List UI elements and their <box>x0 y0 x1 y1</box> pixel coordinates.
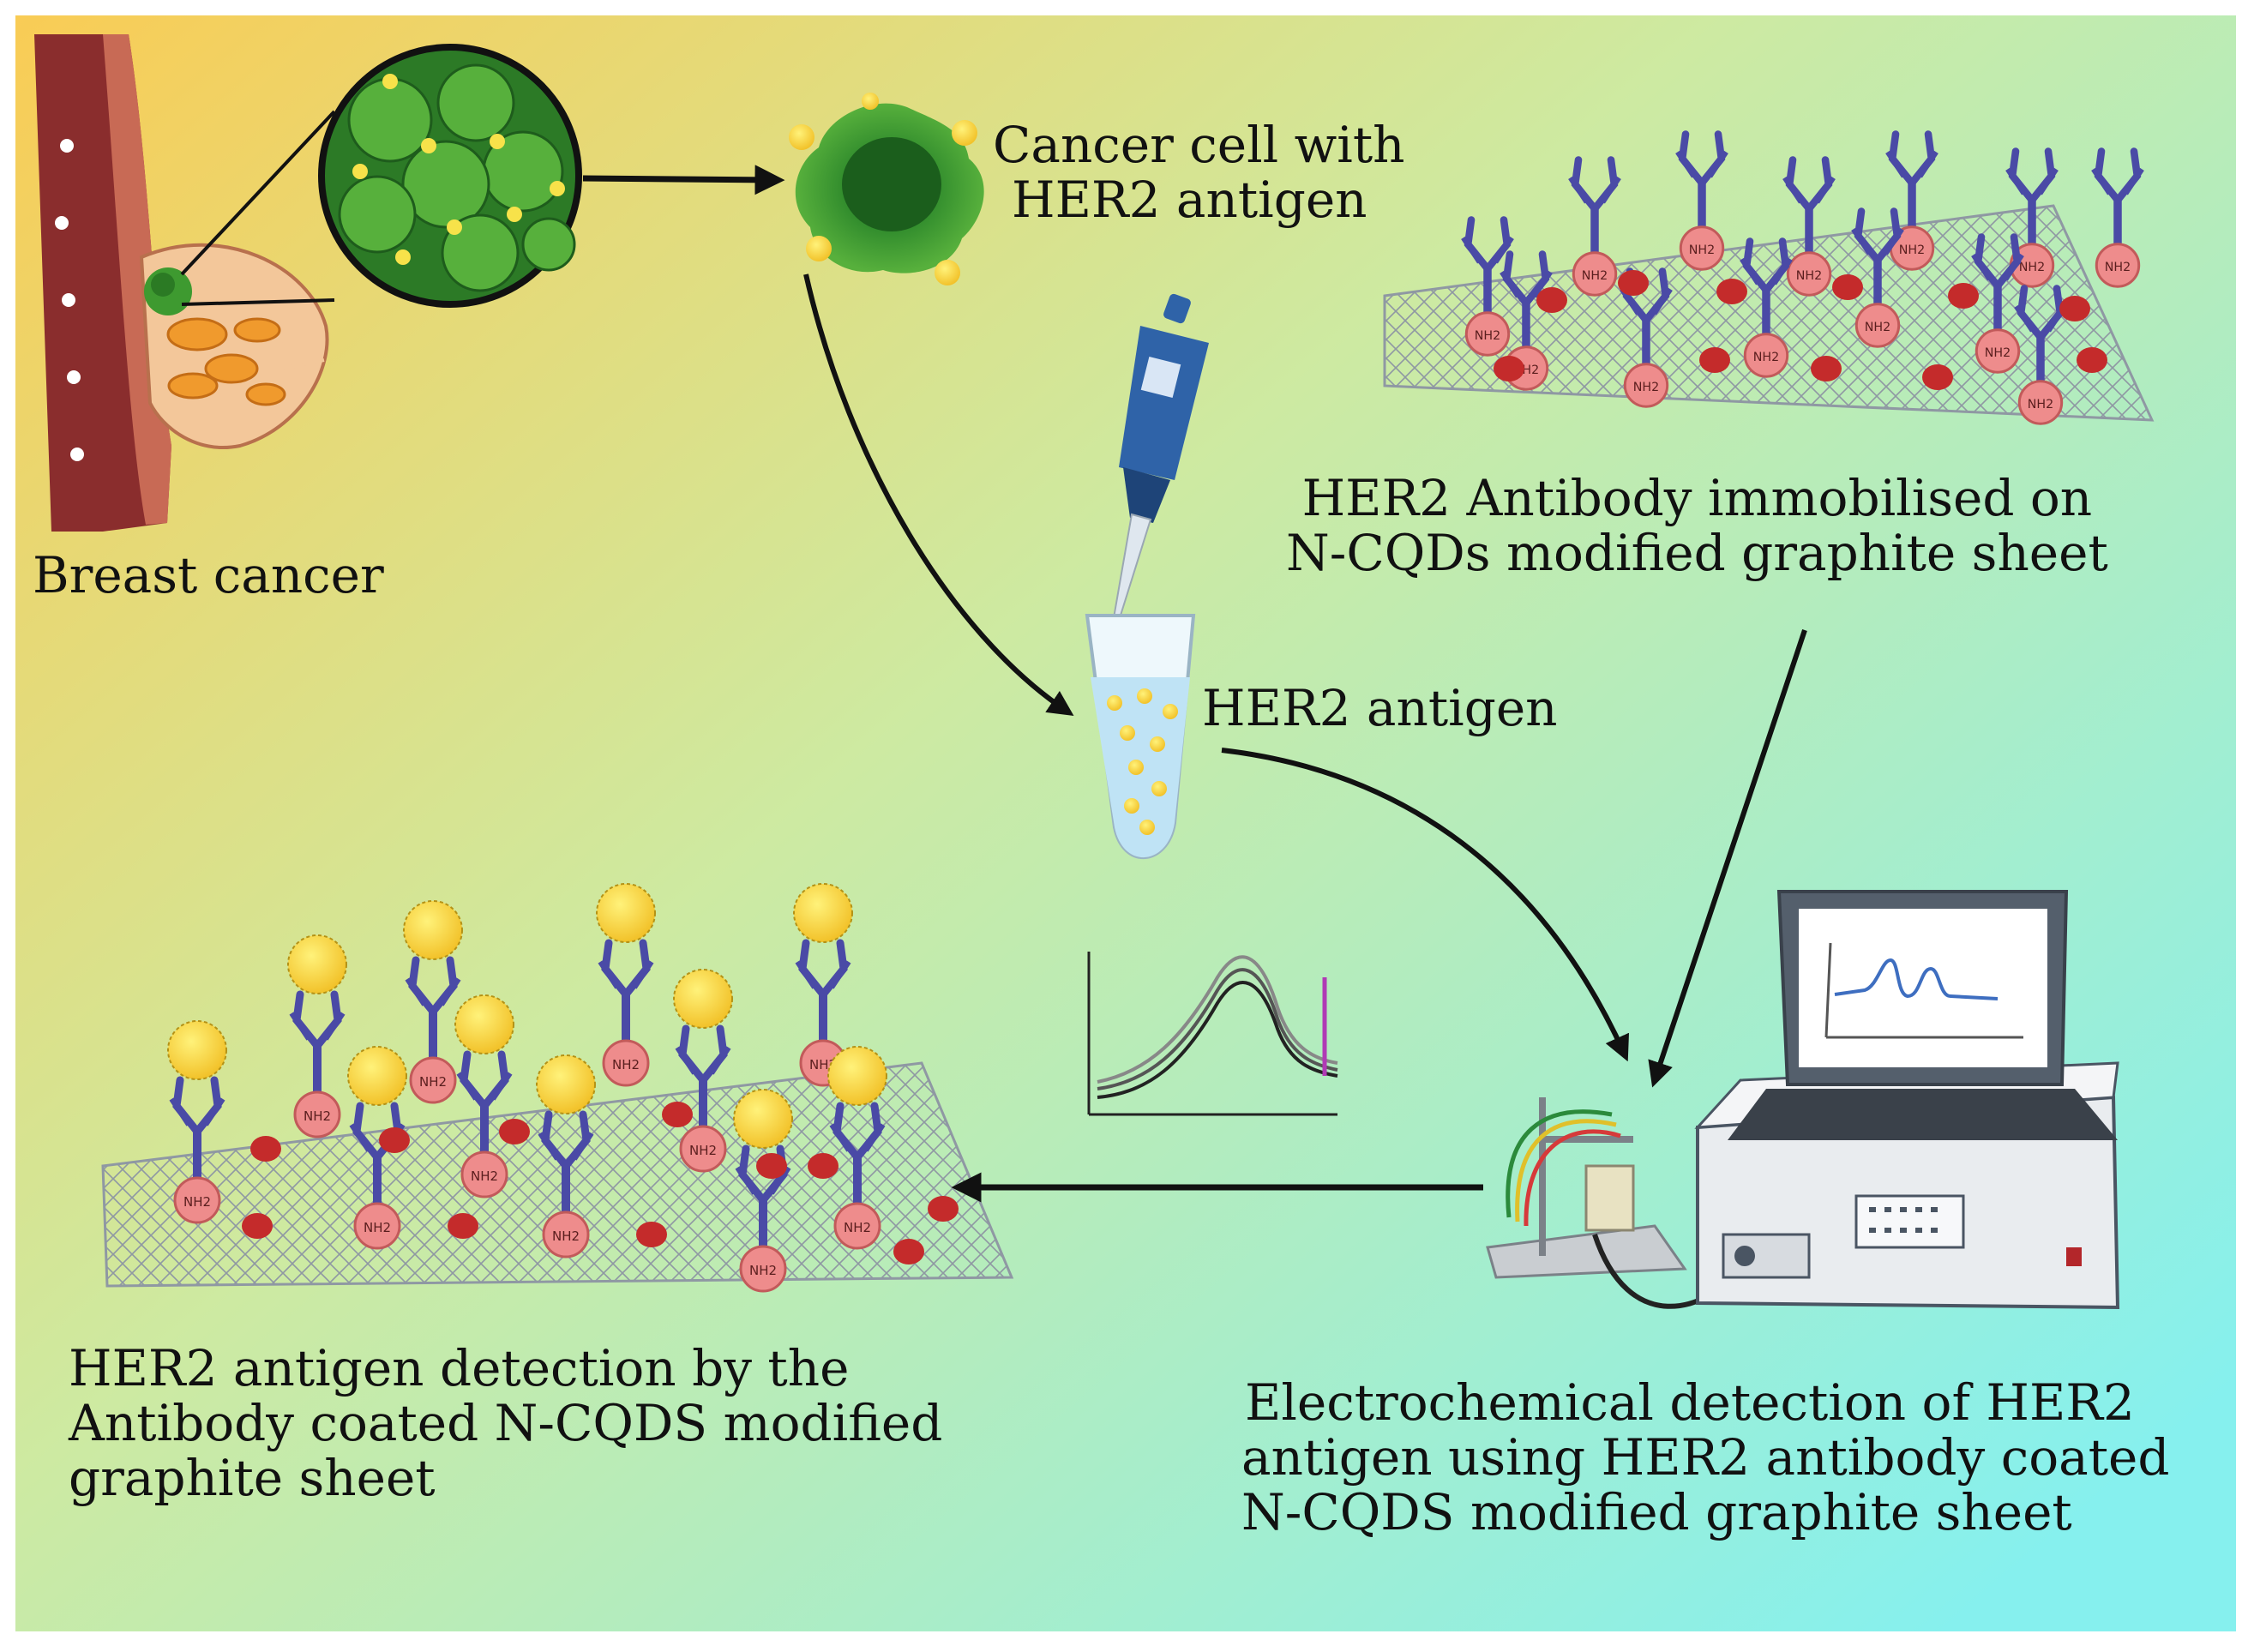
antibody-molecule: NH2 <box>536 1054 596 1259</box>
red-particle <box>1699 347 1730 373</box>
laptop <box>1728 890 2118 1140</box>
nh2-label: NH2 <box>183 1194 211 1210</box>
nh2-label: NH2 <box>1582 269 1608 283</box>
antibody-molecule: NH2 <box>1461 216 1514 357</box>
red-particle <box>1922 364 1953 390</box>
red-particle <box>1494 356 1524 381</box>
nh2-label: NH2 <box>612 1057 640 1072</box>
red-particle <box>636 1222 667 1247</box>
nh2-label: NH2 <box>1796 269 1822 283</box>
nh2-label: NH2 <box>689 1143 717 1158</box>
red-particle <box>1536 287 1567 313</box>
nh2-label: NH2 <box>844 1220 871 1235</box>
label-antibody-sheet-line-1: HER2 Antibody immobilised on <box>1301 469 2093 527</box>
antibody-molecule: NH2 <box>1971 233 2024 374</box>
antibody-molecule: NH2 <box>2014 285 2067 425</box>
nh2-label: NH2 <box>1475 329 1500 343</box>
red-particle <box>499 1119 530 1144</box>
antibody-molecule: NH2 <box>167 1020 227 1224</box>
label-detection-result-line-1: HER2 antigen detection by the <box>69 1339 850 1397</box>
red-particle <box>2077 347 2107 373</box>
antibody-molecule: NH2 <box>2091 147 2144 288</box>
nh2-label: NH2 <box>364 1220 391 1235</box>
nh2-label: NH2 <box>1865 321 1890 334</box>
antibody-molecule: NH2 <box>454 994 514 1198</box>
red-particle <box>242 1213 273 1239</box>
red-particle <box>1811 356 1842 381</box>
nh2-label: NH2 <box>1985 346 2011 360</box>
label-cancer-cell: Cancer cell with HER2 antigen <box>993 116 1405 229</box>
antibody-molecule: NH2 <box>596 883 656 1087</box>
red-particle <box>808 1153 838 1179</box>
antibody-molecule: NH2 <box>403 900 463 1104</box>
red-particle <box>928 1196 959 1222</box>
nh2-label: NH2 <box>2105 261 2131 274</box>
antibody-molecule: NH2 <box>1885 130 1938 271</box>
arrow-tube-to-instrument <box>1221 748 1630 1062</box>
label-electrochemical-line-1: Electrochemical detection of HER2 <box>1245 1373 2135 1432</box>
pipette <box>1109 293 1209 636</box>
red-particle <box>662 1102 693 1127</box>
antibody-molecule: NH2 <box>827 1046 887 1250</box>
nh2-label: NH2 <box>419 1074 447 1090</box>
label-cancer-cell-line-2: HER2 antigen <box>1012 170 1367 229</box>
nh2-label: NH2 <box>1899 243 1925 257</box>
red-particle <box>379 1127 410 1153</box>
antibody-molecule: NH2 <box>1740 237 1793 378</box>
antibody-molecule: NH2 <box>1675 130 1728 271</box>
label-breast-cancer: Breast cancer <box>33 546 384 604</box>
red-particle <box>756 1153 787 1179</box>
arrow-zoom-to-cell <box>582 165 785 195</box>
label-antibody-sheet: HER2 Antibody immobilised on N-CQDs modi… <box>1286 469 2108 582</box>
antibody-molecule: NH2 <box>673 969 733 1173</box>
nh2-label: NH2 <box>471 1168 498 1184</box>
label-detection-result: HER2 antigen detection by the Antibody c… <box>69 1339 943 1507</box>
antibody-molecule: NH2 <box>287 934 347 1138</box>
red-particle <box>893 1239 924 1265</box>
label-electrochemical-detection: Electrochemical detection of HER2 antige… <box>1241 1373 2170 1541</box>
label-detection-result-line-3: graphite sheet <box>69 1448 436 1507</box>
red-particle <box>1618 270 1649 296</box>
nh2-label: NH2 <box>749 1263 777 1278</box>
arrow-cell-to-tube <box>803 273 1074 716</box>
label-detection-result-line-2: Antibody coated N-CQDS modified <box>69 1393 943 1452</box>
red-particle <box>1832 274 1863 300</box>
nh2-label: NH2 <box>1689 243 1715 257</box>
arrow-sheet-to-instrument <box>1648 629 1807 1088</box>
red-particle <box>2059 296 2090 321</box>
voltammogram-inset <box>1087 952 1338 1116</box>
nh2-label: NH2 <box>1753 351 1779 364</box>
label-electrochemical-line-2: antigen using HER2 antibody coated <box>1241 1427 2170 1487</box>
red-particle <box>448 1213 478 1239</box>
tumor-zoom <box>180 44 582 308</box>
antibody-molecule: NH2 <box>1851 207 1904 348</box>
red-particle <box>1716 279 1747 304</box>
antibody-molecule: NH2 <box>1782 156 1836 297</box>
nh2-label: NH2 <box>304 1108 331 1124</box>
label-electrochemical-line-3: N-CQDS modified graphite sheet <box>1241 1482 2072 1541</box>
label-cancer-cell-line-1: Cancer cell with <box>993 116 1405 174</box>
red-particle <box>250 1136 281 1162</box>
nh2-label: NH2 <box>2028 398 2053 411</box>
antibody-molecule: NH2 <box>1568 156 1621 297</box>
label-her2-antigen: HER2 antigen <box>1202 679 1558 737</box>
label-antibody-sheet-line-2: N-CQDs modified graphite sheet <box>1286 523 2108 582</box>
breast-illustration <box>34 34 329 532</box>
red-particle <box>1948 283 1979 309</box>
nh2-label: NH2 <box>2019 261 2045 274</box>
cancer-cell <box>789 93 984 285</box>
test-tube <box>1085 614 1196 860</box>
nh2-label: NH2 <box>1633 381 1659 394</box>
antibody-molecule: NH2 <box>2005 147 2059 288</box>
nh2-label: NH2 <box>552 1228 580 1244</box>
